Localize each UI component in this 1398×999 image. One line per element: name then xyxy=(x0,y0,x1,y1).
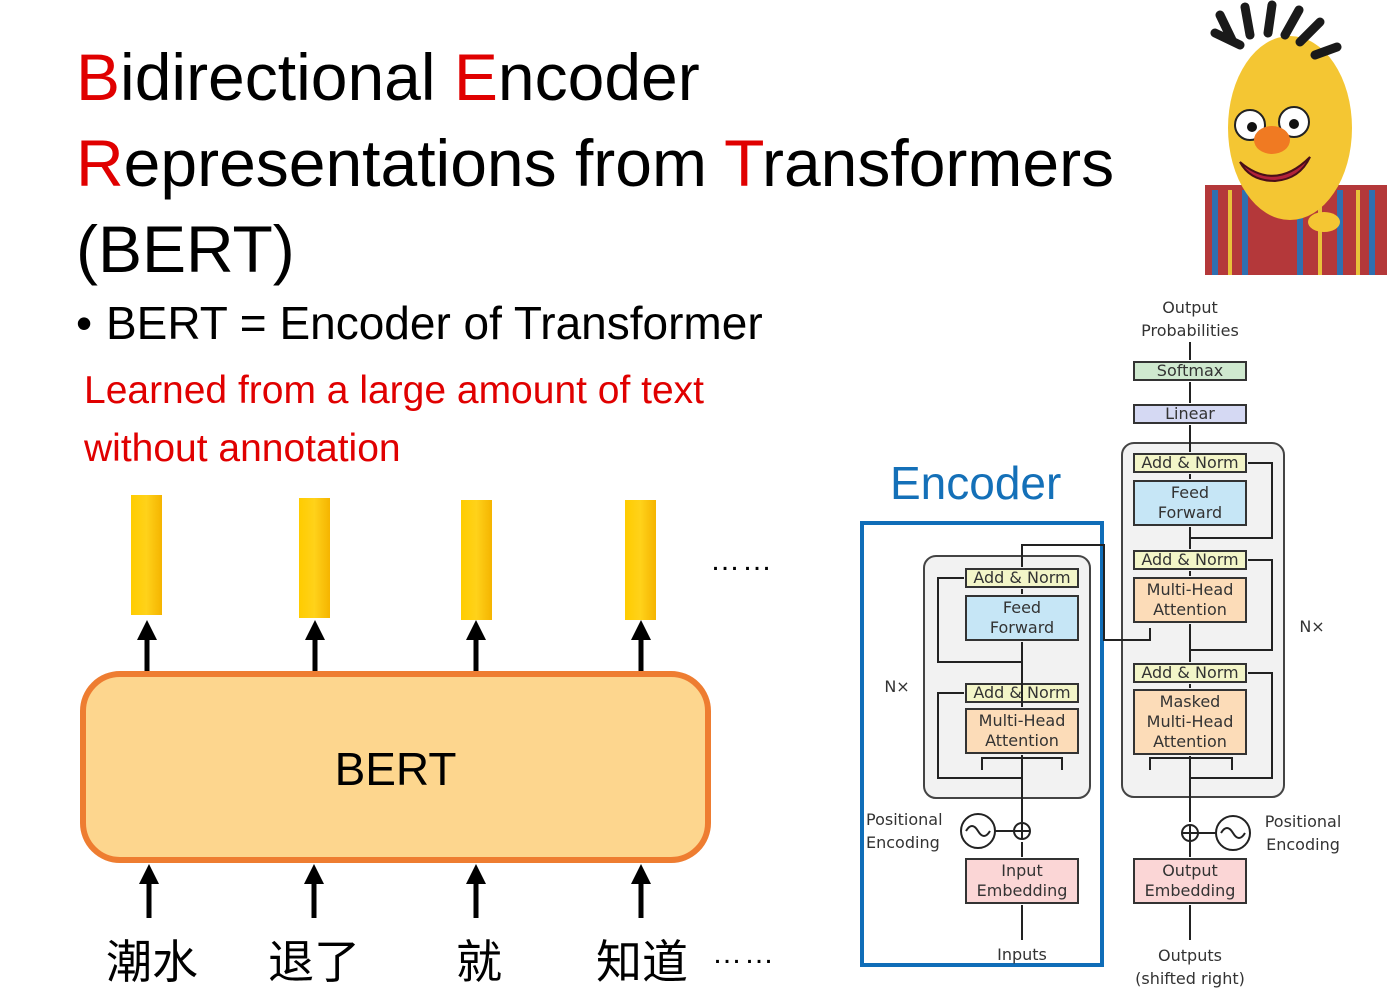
encoder-add-norm-top xyxy=(965,568,1079,588)
decoder-feed-forward-line-2: Forward xyxy=(1157,503,1223,522)
architecture-connections xyxy=(937,342,1273,940)
decoder-positional-encoding-label: Positional Encoding xyxy=(1256,810,1350,856)
bullet-dot: • xyxy=(76,297,93,349)
note-line-2: without annotation xyxy=(84,427,401,470)
output-embedding-label: Output Embedding xyxy=(1134,861,1246,901)
decoder-add-norm-top-label: Add & Norm xyxy=(1141,453,1239,472)
output-embedding-3 xyxy=(461,500,492,620)
note-line-1: Learned from a large amount of text xyxy=(84,369,705,412)
arrowheads-input xyxy=(139,864,651,884)
up-arrows-input xyxy=(146,880,644,918)
decoder-nx-label: N× xyxy=(1299,617,1325,636)
outputs-line-2: (shifted right) xyxy=(1135,969,1245,988)
input-token-2: 退了 xyxy=(268,935,360,989)
output-probabilities-line-1: Output xyxy=(1162,298,1218,317)
output-embedding-line-2: Embedding xyxy=(1144,881,1236,900)
encoder-mha-line-2: Attention xyxy=(985,731,1059,750)
encoder-mha-line-1: Multi-Head xyxy=(978,711,1066,730)
encoder-stack xyxy=(923,555,1091,799)
input-token-4: 知道 xyxy=(596,935,688,989)
title-word-ncoder: ncoder xyxy=(497,40,700,114)
arrowheads-output xyxy=(137,620,651,640)
bullet-point: •BERT = Encoder of Transformer xyxy=(76,296,763,350)
decoder-feed-forward-line-1: Feed xyxy=(1170,483,1210,502)
bullet-text: BERT = Encoder of Transformer xyxy=(106,297,763,349)
inputs-label: Inputs xyxy=(997,945,1047,964)
linear-block xyxy=(1133,404,1247,424)
softmax-block xyxy=(1133,361,1247,381)
encoder-pe-line-2: Encoding xyxy=(866,833,940,852)
decoder-pe-line-2: Encoding xyxy=(1266,835,1340,854)
encoder-add-norm-top-label: Add & Norm xyxy=(973,568,1071,587)
encoder-multi-head-attention xyxy=(965,708,1079,754)
softmax-label: Softmax xyxy=(1156,361,1224,380)
title-letter-b: B xyxy=(76,40,121,114)
decoder-multi-head-attention xyxy=(1133,577,1247,623)
title-letter-e: E xyxy=(453,40,498,114)
bert-model-label: BERT xyxy=(334,743,457,795)
title-letter-r: R xyxy=(76,126,124,200)
output-embedding-line-1: Output xyxy=(1162,861,1218,880)
title-word-idirectional: idirectional xyxy=(120,40,454,114)
encoder-positional-encoding-label: Positional Encoding xyxy=(866,808,956,854)
input-token-3: 就 xyxy=(456,935,502,989)
title-word-ransformers: ransformers xyxy=(762,126,1115,200)
masked-mha-line-2: Multi-Head xyxy=(1146,712,1234,731)
encoder-feed-forward-line-1: Feed xyxy=(1002,598,1042,617)
output-probabilities-line-2: Probabilities xyxy=(1141,321,1239,340)
title-line-1: Bidirectional Encoder xyxy=(76,34,1114,120)
masked-mha-line-3: Attention xyxy=(1153,732,1227,751)
decoder-mha-line-2: Attention xyxy=(1153,600,1227,619)
title-letter-t: T xyxy=(724,126,762,200)
decoder-add-norm-middle-label: Add & Norm xyxy=(1141,550,1239,569)
encoder-feed-forward-line-2: Forward xyxy=(989,618,1055,637)
output-embedding-block xyxy=(1133,858,1247,904)
input-ellipsis: …… xyxy=(712,937,776,970)
encoder-feed-forward-label: Feed Forward xyxy=(966,598,1078,638)
output-embedding-4 xyxy=(625,500,656,620)
annotation-note: Learned from a large amount of text with… xyxy=(84,362,704,478)
outputs-shifted-label: Outputs (shifted right) xyxy=(1124,944,1256,990)
input-embedding-line-2: Embedding xyxy=(976,881,1068,900)
up-arrows-output xyxy=(144,636,644,676)
decoder-add-norm-top xyxy=(1133,453,1247,473)
decoder-feed-forward-label: Feed Forward xyxy=(1134,483,1246,523)
encoder-label: Encoder xyxy=(890,457,1062,509)
output-ellipsis: …… xyxy=(710,544,774,577)
decoder-mha-line-1: Multi-Head xyxy=(1146,580,1234,599)
linear-label: Linear xyxy=(1165,404,1215,423)
title-line-2: Representations from Transformers xyxy=(76,120,1114,206)
decoder-pe-line-1: Positional xyxy=(1264,812,1342,831)
encoder-feed-forward xyxy=(965,595,1079,641)
encoder-pe-line-1: Positional xyxy=(866,810,943,829)
masked-multi-head-attention xyxy=(1133,689,1247,755)
masked-multi-head-attention-label: Masked Multi-Head Attention xyxy=(1134,692,1246,752)
input-token-1: 潮水 xyxy=(106,935,198,989)
input-embedding-block xyxy=(965,858,1079,904)
outputs-line-1: Outputs xyxy=(1158,946,1222,965)
decoder-multi-head-attention-label: Multi-Head Attention xyxy=(1134,580,1246,620)
encoder-multi-head-attention-label: Multi-Head Attention xyxy=(966,711,1078,751)
decoder-feed-forward xyxy=(1133,480,1247,526)
output-embedding-2 xyxy=(299,498,330,618)
title-line-3: (BERT) xyxy=(76,206,1114,292)
decoder-add-norm-middle xyxy=(1133,550,1247,570)
masked-mha-line-1: Masked xyxy=(1159,692,1221,711)
title-word-epresentations: epresentations from xyxy=(123,126,725,200)
output-probabilities-label: Output Probabilities xyxy=(1130,296,1250,342)
encoder-add-norm-bottom-label: Add & Norm xyxy=(973,683,1071,702)
slide-title: Bidirectional Encoder Representations fr… xyxy=(76,34,1114,292)
output-embedding-1 xyxy=(131,495,162,615)
bert-muppet-image xyxy=(1205,0,1387,275)
input-embedding-label: Input Embedding xyxy=(966,861,1078,901)
input-embedding-line-1: Input xyxy=(1001,861,1043,880)
bert-model-box xyxy=(80,671,711,863)
title-acronym: (BERT) xyxy=(76,212,295,286)
encoder-highlight-box xyxy=(860,521,1104,967)
decoder-add-norm-bottom-label: Add & Norm xyxy=(1141,663,1239,682)
decoder-add-norm-bottom xyxy=(1133,663,1247,683)
encoder-nx-label: N× xyxy=(884,677,910,696)
